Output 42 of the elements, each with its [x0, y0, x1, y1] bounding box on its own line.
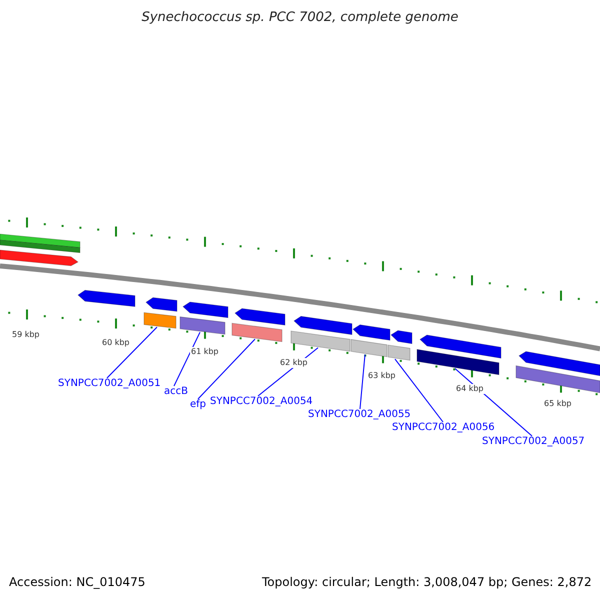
- gene-arrow-bar: [146, 297, 178, 312]
- gene-label: SYNPCC7002_A0051: [58, 378, 161, 390]
- leader-line: [394, 358, 444, 422]
- gene-label: SYNPCC7002_A0057: [482, 436, 585, 448]
- gene-arrow-bar: [182, 302, 228, 318]
- gene-arrow-bar: [390, 330, 412, 344]
- scale-label: 63 kbp: [367, 371, 397, 381]
- scale-label: 62 kbp: [279, 358, 309, 368]
- gene-bar: [350, 339, 388, 358]
- gene-bar: [232, 322, 282, 342]
- gene-arrow-bar: [234, 308, 286, 326]
- scale-label: 65 kbp: [543, 399, 573, 409]
- gene-arrow-bar: [294, 316, 352, 335]
- genome-summary-text: Topology: circular; Length: 3,008,047 bp; Genes: 2,872: [262, 575, 592, 589]
- accession-text: Accession: NC_010475: [9, 575, 146, 589]
- gene-arrow-bar: [78, 290, 136, 307]
- leader-line: [454, 368, 532, 436]
- gene-arrow-bar: [0, 250, 79, 266]
- leader-line: [360, 354, 366, 410]
- gene-label: SYNPCC7002_A0055: [308, 409, 411, 421]
- gene-bar: [388, 344, 410, 361]
- gene-label: efp: [190, 399, 206, 411]
- diagram-title: Synechococcus sp. PCC 7002, complete genome: [140, 10, 460, 25]
- scale-label: 61 kbp: [190, 347, 220, 357]
- gene-bar: [0, 240, 80, 254]
- gene-bar: [516, 365, 600, 394]
- scale-label: 59 kbp: [11, 330, 41, 340]
- gene-bar: [290, 330, 350, 352]
- gene-arrow-bar: [518, 351, 600, 376]
- leader-line: [198, 338, 256, 400]
- scale-label: 64 kbp: [455, 384, 485, 394]
- gene-label: accB: [164, 386, 188, 398]
- gene-bar: [0, 234, 80, 248]
- gene-bar: [180, 316, 226, 335]
- gene-bar: [416, 349, 500, 376]
- scale-label: 60 kbp: [101, 338, 131, 348]
- gene-label: SYNPCC7002_A0054: [210, 396, 313, 408]
- leader-line: [106, 326, 158, 378]
- leader-line: [174, 332, 200, 386]
- gene-bar: [144, 312, 176, 329]
- gene-arrow-bar: [420, 334, 502, 359]
- gene-label: SYNPCC7002_A0056: [392, 422, 495, 434]
